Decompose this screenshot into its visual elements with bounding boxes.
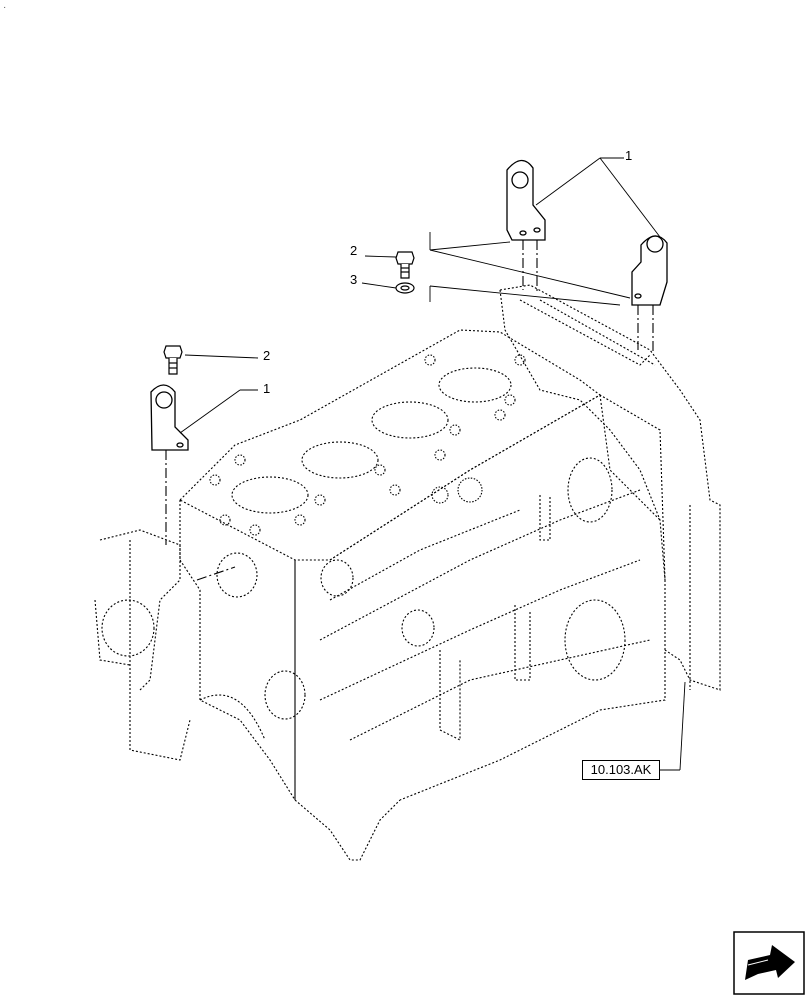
bolt-left xyxy=(163,345,183,375)
lifting-bracket-top-right xyxy=(631,235,668,306)
leader-reference xyxy=(658,681,686,771)
lifting-bracket-top-left xyxy=(506,159,546,241)
callout-2-top: 2 xyxy=(350,243,358,258)
lifting-bracket-left xyxy=(150,384,189,451)
engine-block xyxy=(94,284,721,861)
block-holes xyxy=(209,354,526,536)
callout-1-top: 1 xyxy=(625,148,633,163)
corner-mark: · xyxy=(3,2,7,13)
callout-2-left: 2 xyxy=(263,348,271,363)
bolt-top xyxy=(395,251,415,279)
next-page-arrow-icon[interactable] xyxy=(733,931,805,995)
assembly-guide-left xyxy=(165,450,236,581)
leader-lines-top xyxy=(361,157,661,306)
callout-3-top: 3 xyxy=(350,272,358,287)
leader-lines-left xyxy=(179,354,259,434)
washer-top xyxy=(395,282,415,294)
reference-code-box[interactable]: 10.103.AK xyxy=(582,760,660,780)
assembly-guides-top xyxy=(522,240,654,352)
callout-1-left: 1 xyxy=(263,381,271,396)
